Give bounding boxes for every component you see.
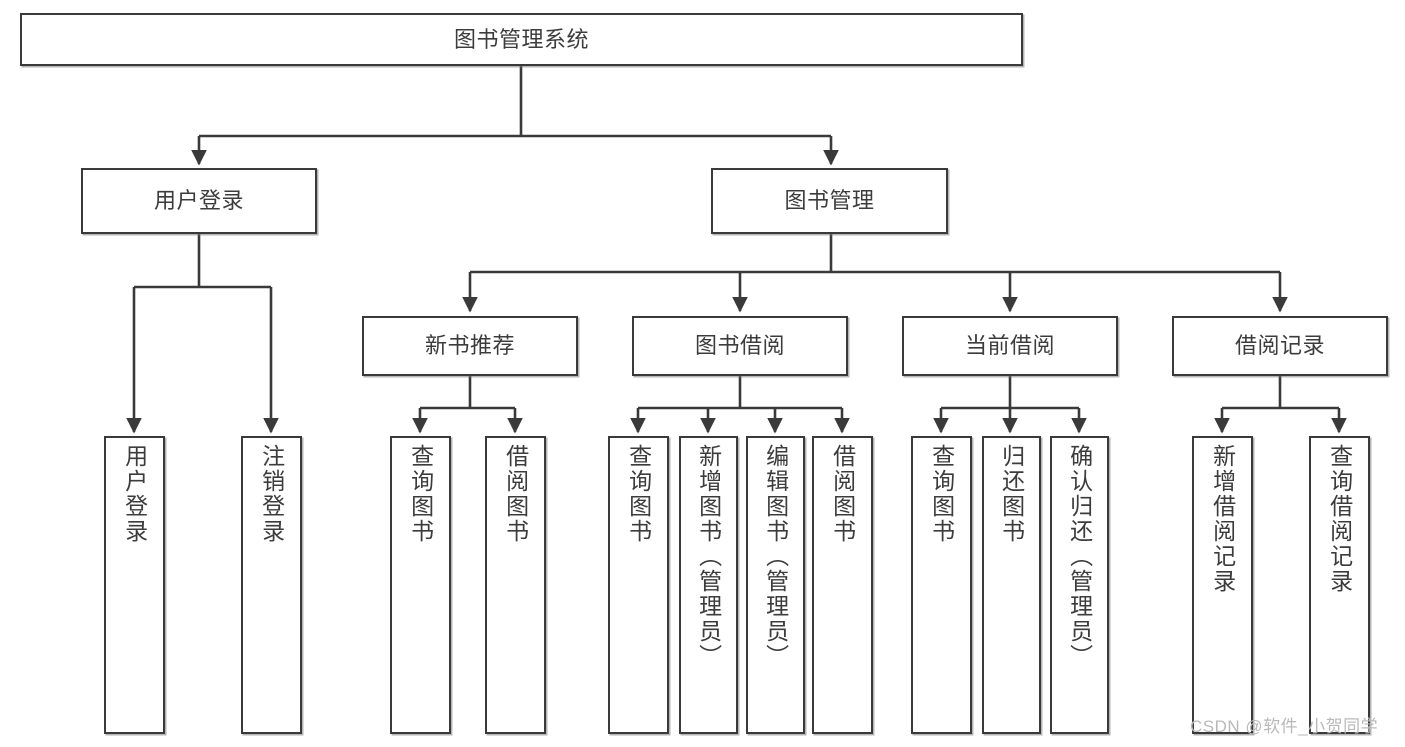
node-label: 当前借阅 — [964, 333, 1055, 359]
leaf-user-login-login[interactable]: 用户登录 — [104, 436, 165, 734]
node-label: 新增图书（管理员） — [695, 444, 722, 669]
node-label: 图书管理系统 — [453, 26, 589, 52]
node-label: 借阅记录 — [1234, 333, 1325, 359]
node-label: 查询图书 — [625, 444, 652, 544]
leaf-book-borrow-edit[interactable]: 编辑图书（管理员） — [746, 436, 805, 734]
node-book-borrow[interactable]: 图书借阅 — [632, 316, 848, 376]
node-label: 编辑图书（管理员） — [762, 444, 789, 669]
node-label: 新增借阅记录 — [1209, 444, 1236, 594]
leaf-borrow-record-add[interactable]: 新增借阅记录 — [1192, 436, 1253, 734]
leaf-new-book-query[interactable]: 查询图书 — [390, 436, 451, 734]
leaf-current-borrow-confirm-return[interactable]: 确认归还（管理员） — [1050, 436, 1109, 734]
leaf-borrow-record-query[interactable]: 查询借阅记录 — [1309, 436, 1370, 734]
node-label: 确认归还（管理员） — [1066, 444, 1093, 669]
leaf-user-login-logout[interactable]: 注销登录 — [241, 436, 302, 734]
node-label: 图书借阅 — [694, 333, 785, 359]
node-label: 查询借阅记录 — [1326, 444, 1353, 594]
node-current-borrow[interactable]: 当前借阅 — [902, 316, 1118, 376]
leaf-book-borrow-borrow[interactable]: 借阅图书 — [812, 436, 873, 734]
leaf-current-borrow-return[interactable]: 归还图书 — [982, 436, 1041, 734]
node-book-management[interactable]: 图书管理 — [711, 168, 948, 234]
node-label: 借阅图书 — [502, 444, 529, 544]
leaf-book-borrow-query[interactable]: 查询图书 — [608, 436, 669, 734]
node-label: 查询图书 — [928, 444, 955, 544]
node-new-book-recommend[interactable]: 新书推荐 — [362, 316, 578, 376]
node-user-login[interactable]: 用户登录 — [81, 168, 317, 234]
node-label: 用户登录 — [153, 188, 244, 214]
node-label: 借阅图书 — [829, 444, 856, 544]
node-label: 用户登录 — [121, 444, 148, 544]
node-label: 新书推荐 — [424, 333, 515, 359]
node-borrow-record[interactable]: 借阅记录 — [1172, 316, 1388, 376]
leaf-current-borrow-query[interactable]: 查询图书 — [911, 436, 972, 734]
leaf-new-book-borrow[interactable]: 借阅图书 — [485, 436, 546, 734]
node-label: 归还图书 — [998, 444, 1025, 544]
node-root-book-management-system[interactable]: 图书管理系统 — [20, 13, 1023, 66]
node-label: 图书管理 — [784, 188, 875, 214]
node-label: 查询图书 — [407, 444, 434, 544]
leaf-book-borrow-add[interactable]: 新增图书（管理员） — [679, 436, 738, 734]
node-label: 注销登录 — [258, 444, 285, 544]
